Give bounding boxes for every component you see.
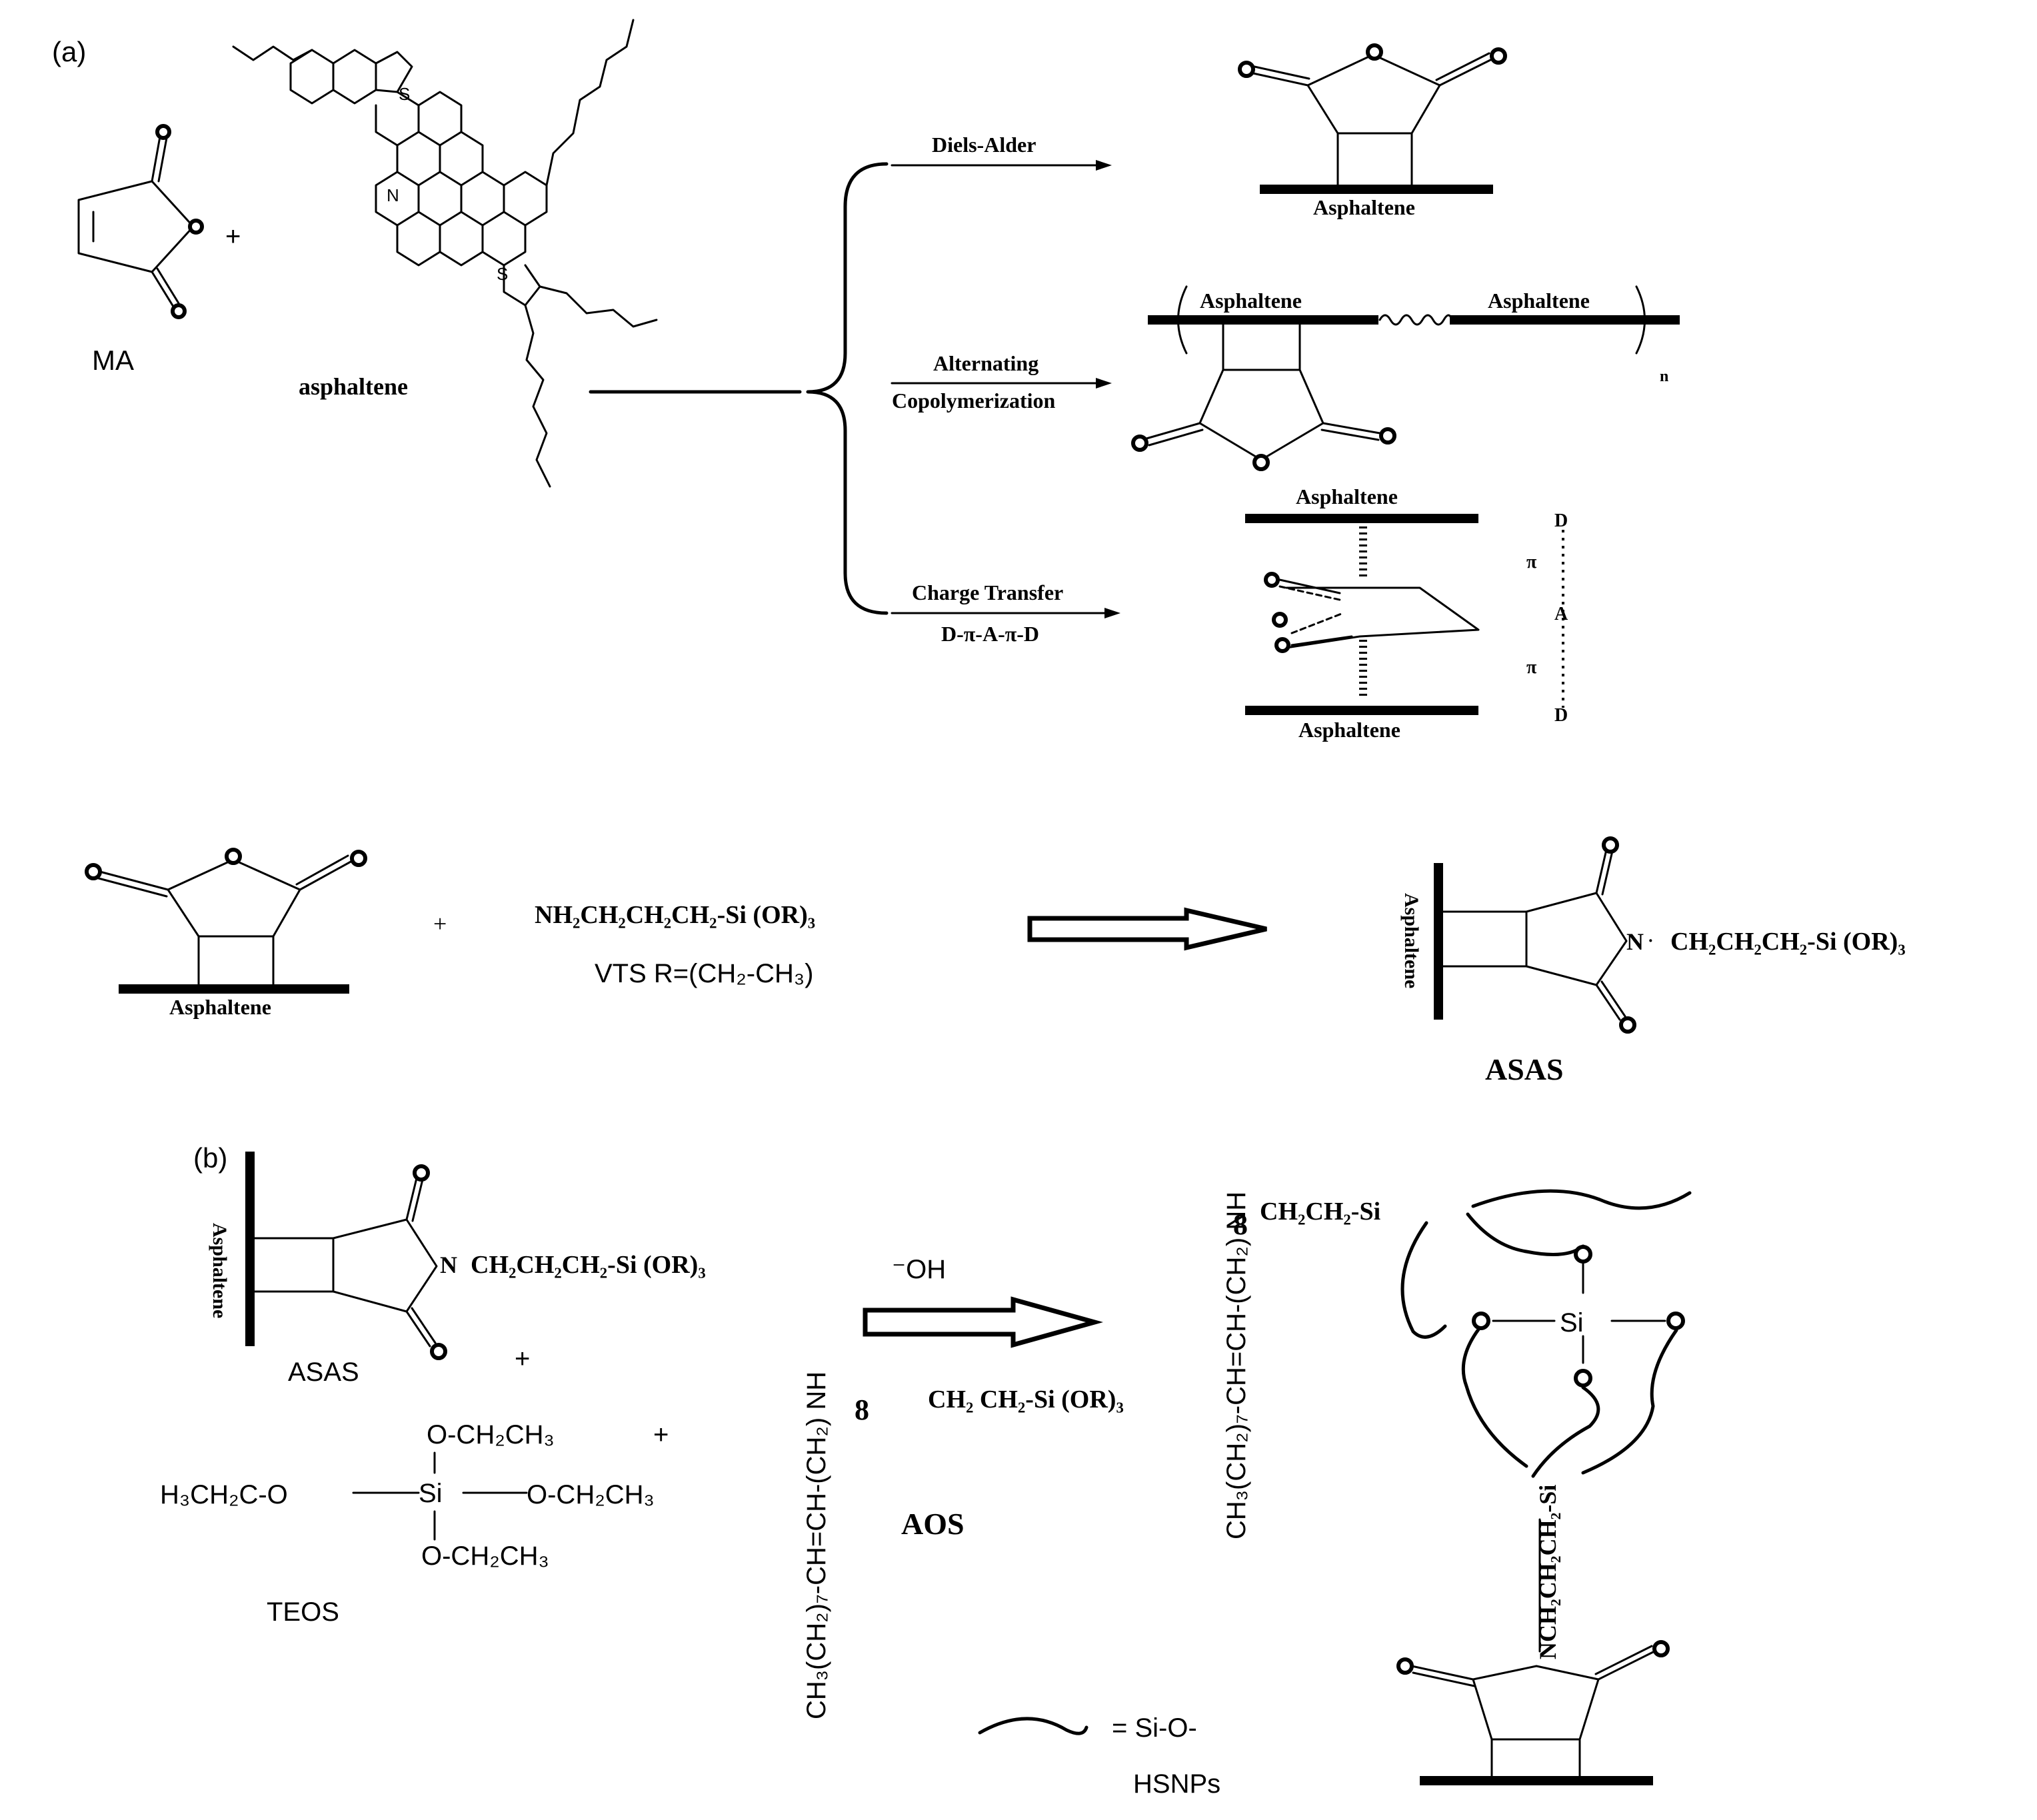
panel-b-plus-1: + bbox=[515, 1344, 530, 1373]
copolymer-asphaltene-left: Asphaltene bbox=[1200, 289, 1302, 313]
charge-transfer-complex bbox=[1245, 514, 1564, 715]
asas-chain: CH₂CH₂CH₂-Si (OR)₃ bbox=[1670, 928, 1906, 956]
aos-vertical-chain: CH₃(CH₂)₇-CH=CH-(CH₂) NH bbox=[802, 1371, 831, 1719]
route-d-pi-a: D-π-A-π-D bbox=[941, 622, 1039, 646]
hsnps-label: HSNPs bbox=[1133, 1769, 1220, 1799]
adduct-asphaltene-label: Asphaltene bbox=[169, 995, 271, 1019]
hydroxide-label: ⁻OH bbox=[892, 1255, 946, 1284]
teos-top: O-CH₂CH₃ bbox=[427, 1420, 555, 1449]
teos-left: H₃CH₂C-O bbox=[160, 1480, 288, 1509]
teos-label: TEOS bbox=[267, 1597, 339, 1627]
hollow-arrow-panel-b bbox=[863, 1296, 1104, 1348]
ct-pi-bottom: π bbox=[1526, 657, 1537, 678]
route-alternating: Alternating bbox=[933, 351, 1038, 375]
ct-asphaltene-top: Asphaltene bbox=[1296, 484, 1398, 508]
product-vertical-chain: CH₃(CH₂)₇-CH=CH-(CH₂) NH bbox=[1222, 1192, 1251, 1539]
maleic-anhydride-structure bbox=[77, 124, 204, 319]
svg-text:S: S bbox=[497, 264, 508, 284]
product-vertical-link: NCH₂CH₂CH₂-Si bbox=[1534, 1485, 1561, 1659]
route-charge-transfer: Charge Transfer bbox=[912, 580, 1063, 604]
panel-b-label: (b) bbox=[193, 1142, 227, 1174]
curly-brace bbox=[806, 162, 889, 615]
teos-right: O-CH₂CH₃ bbox=[527, 1480, 655, 1509]
plus-sign: + bbox=[225, 222, 241, 251]
adduct-structure bbox=[85, 848, 367, 994]
asphaltene-molecule-label: asphaltene bbox=[299, 373, 408, 400]
svg-text:Asphaltene: Asphaltene bbox=[209, 1223, 231, 1318]
vts-formula: NH₂CH₂CH₂CH₂-Si (OR)₃ bbox=[535, 901, 815, 929]
polymer-n-subscript: n bbox=[1660, 368, 1668, 385]
aos-label: AOS bbox=[901, 1507, 965, 1541]
ct-acceptor: A bbox=[1554, 604, 1568, 624]
ct-asphaltene-bottom: Asphaltene bbox=[1298, 718, 1400, 742]
route-diels-alder: Diels-Alder bbox=[932, 133, 1036, 157]
svg-text:Asphaltene: Asphaltene bbox=[1400, 893, 1422, 988]
ct-pi-top: π bbox=[1526, 552, 1537, 572]
wavy-bond-legend-icon bbox=[978, 1717, 1088, 1735]
step2-plus: + bbox=[433, 910, 447, 937]
teos-bottom: O-CH₂CH₃ bbox=[421, 1541, 549, 1571]
panel-a-label: (a) bbox=[52, 36, 86, 67]
svg-text:·: · bbox=[1648, 931, 1654, 950]
route-copolymerization: Copolymerization bbox=[892, 389, 1056, 413]
asphaltene-molecule: S N S bbox=[232, 19, 658, 488]
product-link-8: 8 bbox=[1233, 1208, 1248, 1241]
hsnp-product bbox=[1396, 1189, 1692, 1785]
panel-b-plus-2: + bbox=[653, 1420, 669, 1449]
ct-donor-bottom: D bbox=[1554, 705, 1568, 726]
asas-reactant: Asphaltene N bbox=[209, 1152, 457, 1360]
ma-label: MA bbox=[92, 345, 134, 376]
ct-donor-top: D bbox=[1554, 510, 1568, 531]
copolymer-asphaltene-right: Asphaltene bbox=[1488, 289, 1590, 313]
svg-text:N: N bbox=[440, 1252, 457, 1278]
hollow-arrow-step2 bbox=[1027, 907, 1267, 951]
diels-alder-product bbox=[1238, 43, 1507, 194]
copolymer-product bbox=[1131, 285, 1680, 471]
teos-structure bbox=[352, 1451, 528, 1541]
asas-structure: Asphaltene N · bbox=[1400, 836, 1654, 1034]
teos-si: Si bbox=[419, 1479, 443, 1508]
svg-text:N: N bbox=[1626, 928, 1644, 955]
product-top-chain: CH₂CH₂-Si bbox=[1260, 1198, 1380, 1226]
aos-link-8: 8 bbox=[855, 1393, 869, 1426]
asas-reactant-chain: CH₂CH₂CH₂-Si (OR)₃ bbox=[471, 1251, 706, 1279]
svg-text:S: S bbox=[399, 84, 410, 104]
vts-label: VTS R=(CH₂-CH₃) bbox=[595, 959, 813, 988]
legend-equation: = Si-O- bbox=[1112, 1713, 1197, 1743]
aos-chain: CH₂ CH₂-Si (OR)₃ bbox=[928, 1385, 1124, 1413]
svg-text:N: N bbox=[387, 185, 399, 205]
asas-reactant-label: ASAS bbox=[288, 1358, 359, 1387]
diels-alder-asphaltene-label: Asphaltene bbox=[1313, 195, 1415, 219]
product-center-si: Si bbox=[1560, 1308, 1584, 1338]
asas-product-label: ASAS bbox=[1485, 1052, 1564, 1086]
route-arrows bbox=[891, 160, 1120, 618]
